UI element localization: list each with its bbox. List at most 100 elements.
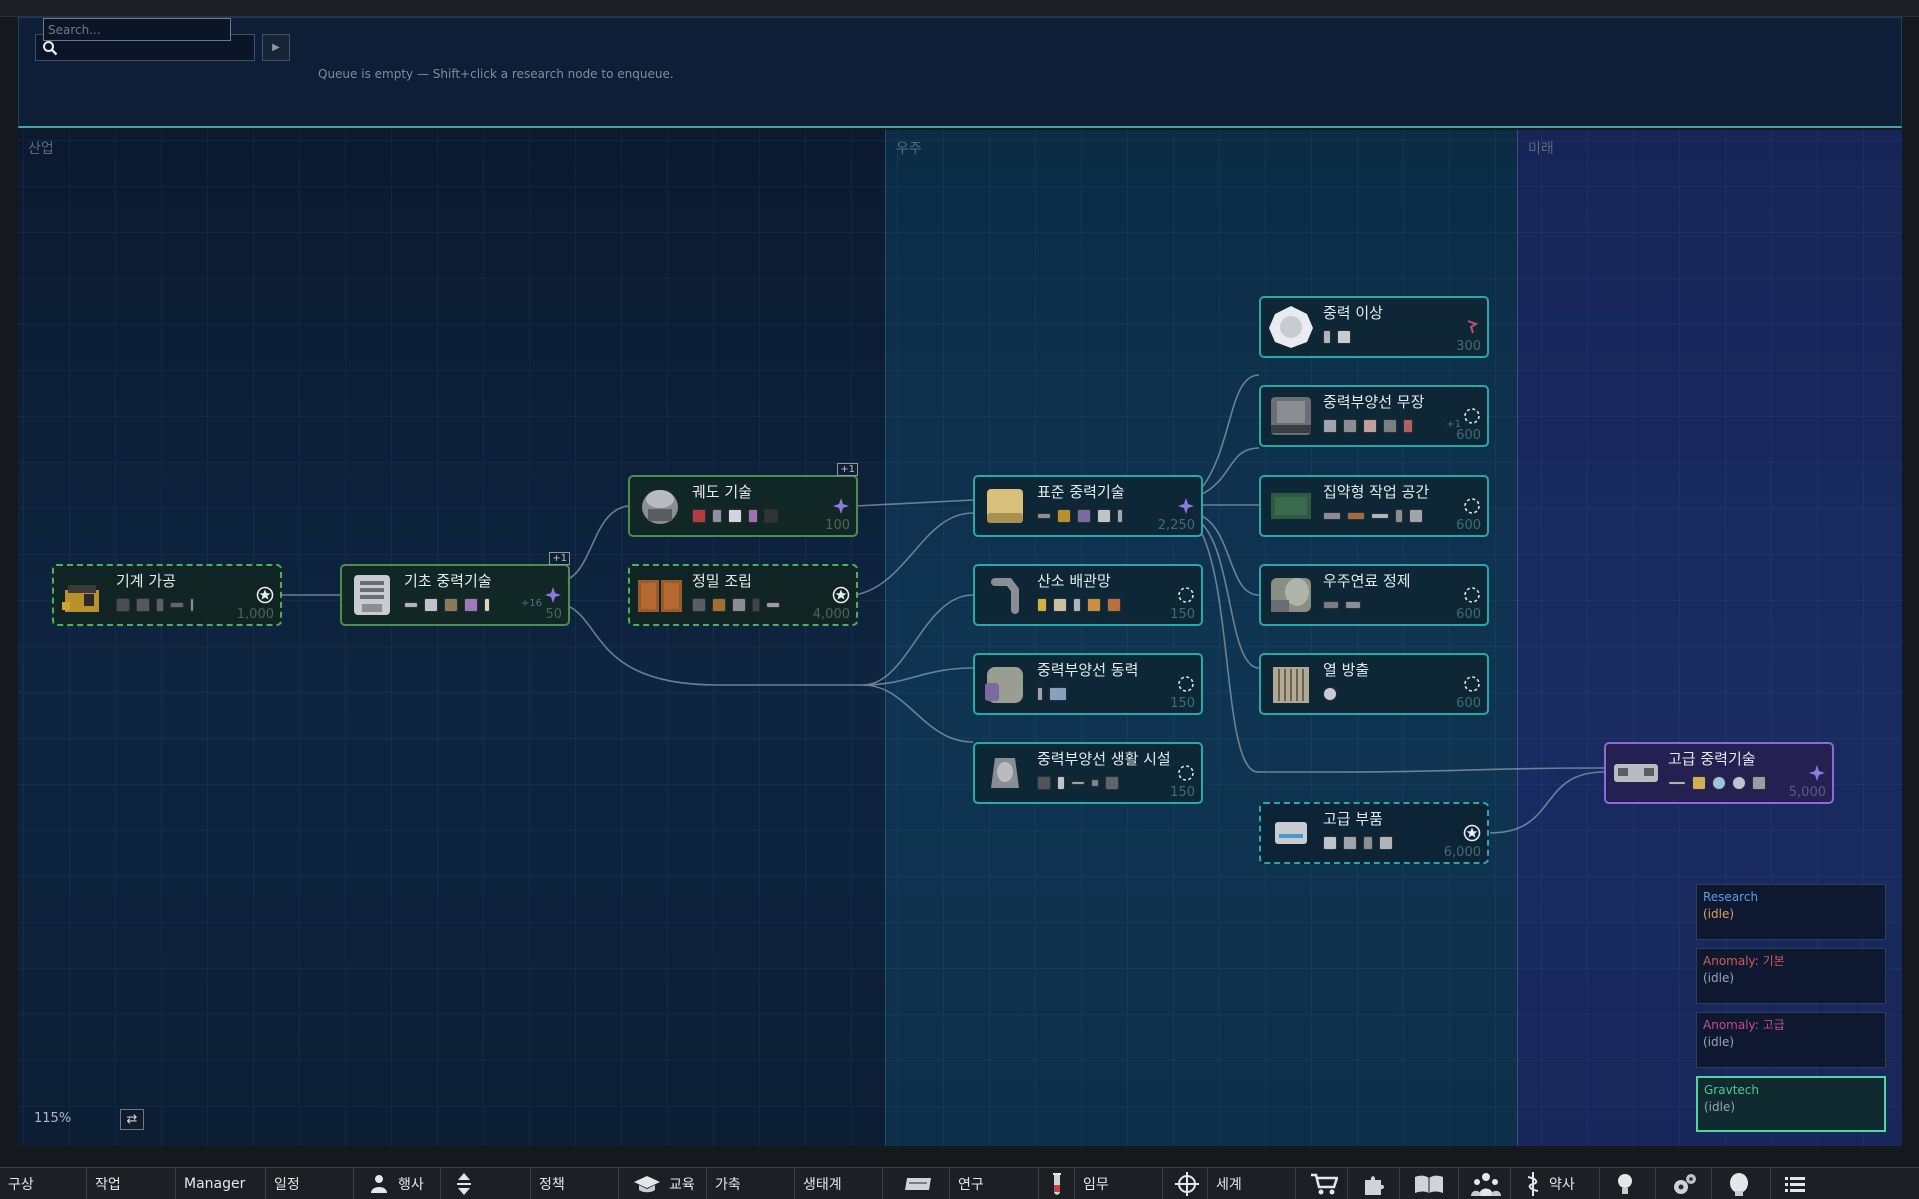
- node-machining[interactable]: 기계 가공 1,000: [52, 564, 282, 626]
- swap-layout-button[interactable]: ⇄: [120, 1109, 144, 1130]
- progress-ring-icon: [1464, 587, 1480, 603]
- standard-gravtech-thumbnail: [987, 489, 1023, 523]
- node-title: 고급 부품: [1323, 810, 1383, 828]
- unlock-icons: [1037, 774, 1119, 792]
- tab-puzzle[interactable]: [1348, 1168, 1400, 1199]
- node-title: 표준 중력기술: [1037, 483, 1125, 501]
- project-anomaly-advanced[interactable]: Anomaly: 고급 (idle): [1696, 1012, 1886, 1068]
- project-state: (idle): [1703, 971, 1735, 985]
- progress-ring-icon: [1464, 408, 1480, 424]
- grav-anomaly-thumbnail: [1269, 306, 1313, 348]
- project-state: (idle): [1704, 1100, 1736, 1114]
- link-precision-standard: [854, 512, 974, 596]
- research-tree[interactable]: 산업 우주 미래 기계 가공: [18, 130, 1902, 1146]
- tab-world[interactable]: 세계: [1208, 1168, 1296, 1199]
- keyboard-icon: [905, 1178, 931, 1190]
- tab-events[interactable]: 행사: [354, 1168, 441, 1199]
- node-cost: 6,000: [1443, 845, 1481, 860]
- project-name: Research: [1703, 890, 1759, 904]
- tab-policy[interactable]: 정책: [531, 1168, 619, 1199]
- star-badge-icon: [832, 586, 850, 604]
- project-name: Gravtech: [1704, 1083, 1759, 1097]
- node-cost: 4,000: [812, 607, 850, 622]
- link-basic-orbital: [565, 505, 629, 581]
- lightbulb-icon: [1618, 1174, 1632, 1194]
- node-standard-gravtech[interactable]: 표준 중력기술 2,250: [973, 475, 1203, 537]
- tab-work[interactable]: 작업: [87, 1168, 176, 1199]
- more-unlocks-count: +1: [1446, 419, 1461, 430]
- node-title: 정밀 조립: [692, 572, 752, 590]
- project-research[interactable]: Research (idle): [1696, 884, 1886, 940]
- tab-test-tube[interactable]: [1039, 1168, 1075, 1199]
- node-gravship-power[interactable]: 중력부양선 동력 150: [973, 653, 1203, 715]
- tab-keyboard[interactable]: [883, 1168, 950, 1199]
- tab-lightbulb[interactable]: [1600, 1168, 1656, 1199]
- star-badge-icon: [1463, 824, 1481, 842]
- link-orbital-standard: [854, 499, 974, 507]
- node-title: 산소 배관망: [1037, 572, 1111, 590]
- tab-architect[interactable]: 구상: [0, 1168, 87, 1199]
- project-name: Anomaly: 고급: [1703, 1018, 1785, 1032]
- project-state: (idle): [1703, 1035, 1735, 1049]
- node-heat-dissipation[interactable]: 열 방출 600: [1259, 653, 1489, 715]
- progress-ring-icon: [1464, 676, 1480, 692]
- gravship-power-thumbnail: [985, 667, 1023, 703]
- basic-gravtech-thumbnail: [354, 575, 390, 615]
- node-advanced-components[interactable]: 고급 부품 6,000: [1259, 802, 1489, 864]
- tab-schedule[interactable]: 일정: [266, 1168, 354, 1199]
- node-title: 중력부양선 생활 시설: [1037, 750, 1171, 768]
- search-icon: [43, 41, 58, 56]
- band-label-future: 미래: [1528, 138, 1554, 158]
- plus-count-badge: +1: [549, 552, 570, 565]
- tab-research[interactable]: 연구: [950, 1168, 1039, 1199]
- node-fuel-refining[interactable]: 우주연료 정제 600: [1259, 564, 1489, 626]
- puzzle-icon: [1365, 1176, 1384, 1195]
- unlock-icons: [1323, 596, 1361, 614]
- node-precision-assembly[interactable]: 정밀 조립 4,000: [628, 564, 858, 626]
- node-cost: 600: [1456, 518, 1481, 533]
- heat-dissipation-thumbnail: [1273, 667, 1309, 703]
- node-title: 중력 이상: [1323, 304, 1383, 322]
- node-advanced-gravtech[interactable]: 고급 중력기술 5,000: [1604, 742, 1834, 804]
- node-orbital-tech[interactable]: 궤도 기술 +1 100: [628, 463, 858, 537]
- link-standard-fuel: [1199, 514, 1260, 596]
- search-input[interactable]: [43, 18, 231, 41]
- node-title: 기계 가공: [116, 572, 176, 590]
- node-title: 우주연료 정제: [1323, 572, 1411, 590]
- node-cost: 150: [1170, 607, 1195, 622]
- tab-book[interactable]: [1400, 1168, 1459, 1199]
- gears-icon: [1674, 1174, 1696, 1194]
- tab-menu[interactable]: [1771, 1168, 1815, 1199]
- tab-head[interactable]: [1712, 1168, 1771, 1199]
- tab-quests[interactable]: 임무: [1075, 1168, 1163, 1199]
- enqueue-button[interactable]: ▶: [262, 34, 290, 61]
- node-basic-gravtech[interactable]: 기초 중력기술 +1 +16 50: [340, 552, 570, 626]
- caduceus-icon: [1527, 1172, 1539, 1196]
- book-icon: [1415, 1175, 1443, 1193]
- tab-ecosystem[interactable]: 생태계: [795, 1168, 883, 1199]
- tab-education[interactable]: 교육: [619, 1168, 707, 1199]
- tab-cart[interactable]: [1296, 1168, 1348, 1199]
- test-tube-icon: [1053, 1173, 1061, 1195]
- machining-thumbnail: [62, 585, 99, 612]
- top-window-strip: [0, 0, 1919, 17]
- node-compact-workspace[interactable]: 집약형 작업 공간 600: [1259, 475, 1489, 537]
- node-gravship-weapons[interactable]: 중력부양선 무장 +1 600: [1259, 385, 1489, 447]
- tab-pharmacist[interactable]: 약사: [1511, 1168, 1600, 1199]
- node-gravship-living[interactable]: 중력부양선 생활 시설 150: [973, 742, 1203, 804]
- tab-manager[interactable]: Manager: [176, 1168, 266, 1199]
- project-anomaly-basic[interactable]: Anomaly: 기본 (idle): [1696, 948, 1886, 1004]
- queue-panel: ▶ Queue is empty — Shift+click a researc…: [18, 17, 1902, 128]
- node-title: 고급 중력기술: [1668, 750, 1756, 768]
- advanced-gravtech-thumbnail: [1614, 764, 1658, 782]
- project-gravtech[interactable]: Gravtech (idle): [1696, 1076, 1886, 1132]
- tab-gears[interactable]: [1656, 1168, 1712, 1199]
- tab-animals[interactable]: 가축: [707, 1168, 795, 1199]
- progress-ring-icon: [1178, 676, 1194, 692]
- tab-people[interactable]: [1459, 1168, 1511, 1199]
- tab-arrows[interactable]: [441, 1168, 531, 1199]
- node-grav-anomaly[interactable]: 중력 이상 300: [1259, 296, 1489, 358]
- anomaly-flag-icon: [1467, 320, 1479, 334]
- node-oxygen-pipes[interactable]: 산소 배관망 150: [973, 564, 1203, 626]
- tab-crosshair[interactable]: [1163, 1168, 1208, 1199]
